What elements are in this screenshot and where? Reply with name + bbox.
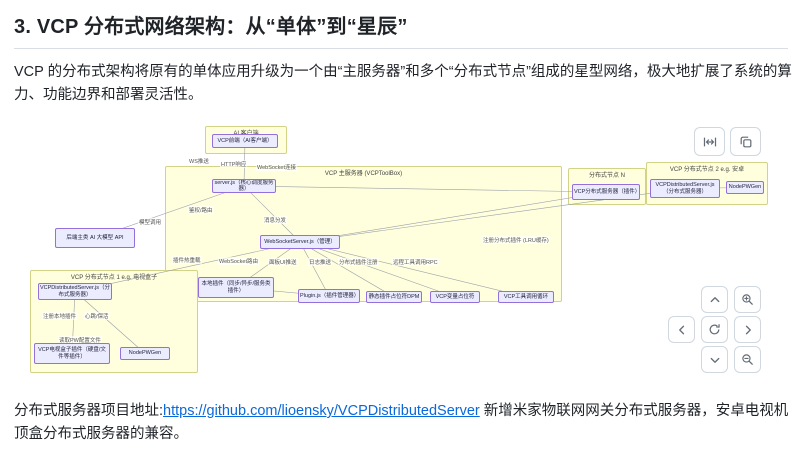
diagram-edge-label: WebSocket路由 [218,257,260,265]
chevron-right-icon [742,324,754,336]
diagram-node: VCPDistributedServer.js（分布式服务器） [650,179,720,198]
reset-view-button[interactable] [701,316,728,343]
pan-down-button[interactable] [701,346,728,373]
diagram-edge-label: HTTP响应 [220,160,248,168]
diagram-node: NodePWGen [120,347,170,360]
diagram-edge-label: 注册分布式插件 (LRU缓存) [482,236,550,244]
diagram-edge-label: 注册本地插件 [42,312,78,320]
diagram-node: VCPDistributedServer.js（分布式服务器） [38,283,112,300]
diagram-group-label: VCP 分布式节点 2 e.g. 安卓 [669,167,745,173]
chevron-down-icon [709,354,721,366]
footer-text-prefix: 分布式服务器项目地址: [14,403,164,419]
diagram-group-label: VCP 主服务器 (VCPToolBox) [324,171,403,177]
pan-up-button[interactable] [701,286,728,313]
copy-icon [739,135,753,149]
diagram-group-label: 分布式节点 N [588,173,625,179]
diagram-node: VCP分布式服务器（插件） [572,184,640,200]
horizontal-arrows-icon [703,135,717,149]
diagram-node: VCP电视盒子插件（硬盘/文件等插件） [34,343,110,364]
diagram-edge-label: 消息分发 [263,216,288,224]
copy-diagram-button[interactable] [730,127,761,156]
diagram-node: 后端主类 AI 大模型 API [55,228,135,248]
diagram-edge-label: 分布式插件注册 [338,258,379,266]
diagram-edge-label: WebSocket连接 [256,163,298,171]
footer-paragraph: 分布式服务器项目地址:https://github.com/lioensky/V… [14,400,792,446]
diagram-node: VCP变量占位符 [430,291,480,303]
pan-right-button[interactable] [734,316,761,343]
magnifier-plus-icon [741,293,754,306]
footer-text-suffix: 新增米家物联网网关分布式服务器，安卓电视机顶盒分布式服务器的兼容。 [14,403,789,442]
diagram-edge-label: 鉴权/路由 [188,206,214,214]
diagram-edge-label: WS推送 [188,157,210,165]
diagram-edge-label: 日志推送 [308,258,333,266]
diagram-node: Plugin.js（插件管理器） [298,289,360,303]
diagram-node: VCP前端（AI客户端） [212,134,278,148]
diagram-edge-label: 远程工具调用RPC [392,258,439,266]
circular-arrow-icon [708,323,721,336]
diagram-edge-label: 模型调用 [138,218,163,226]
diagram-edge-label: 插件热重载 [172,256,202,264]
diagram-node: NodePWGen [726,181,764,194]
diagram-node: 本地插件（同步/异步/服务类插件） [198,277,274,298]
pan-left-button[interactable] [668,316,695,343]
diagram-edge-label: 心跳/保活 [84,312,110,320]
intro-paragraph: VCP 的分布式架构将原有的单体应用升级为一个由“主服务器”和多个“分布式节点”… [14,64,792,103]
diagram-node: WebSocketServer.js（管理） [260,235,340,249]
diagram-node: server.js（核心调度服务器） [212,179,276,193]
diagram-group-label: VCP 分布式节点 1 e.g. 电视盒子 [70,275,158,281]
zoom-in-button[interactable] [734,286,761,313]
diagram-node: VCP工具调用循环 [498,291,554,303]
diagram-node: 静态插件占位符DPM [366,291,422,303]
chevron-left-icon [676,324,688,336]
page-title: 3. VCP 分布式网络架构：从“单体”到“星辰” [14,10,788,49]
diagram-edge-label: 读取PW配置文件 [58,336,102,344]
project-link[interactable]: https://github.com/lioensky/VCPDistribut… [163,403,480,419]
chevron-up-icon [709,294,721,306]
diagram-edge-label: 面板UI推送 [268,258,298,266]
magnifier-minus-icon [741,353,754,366]
expand-diagram-button[interactable] [694,127,725,156]
zoom-out-button[interactable] [734,346,761,373]
